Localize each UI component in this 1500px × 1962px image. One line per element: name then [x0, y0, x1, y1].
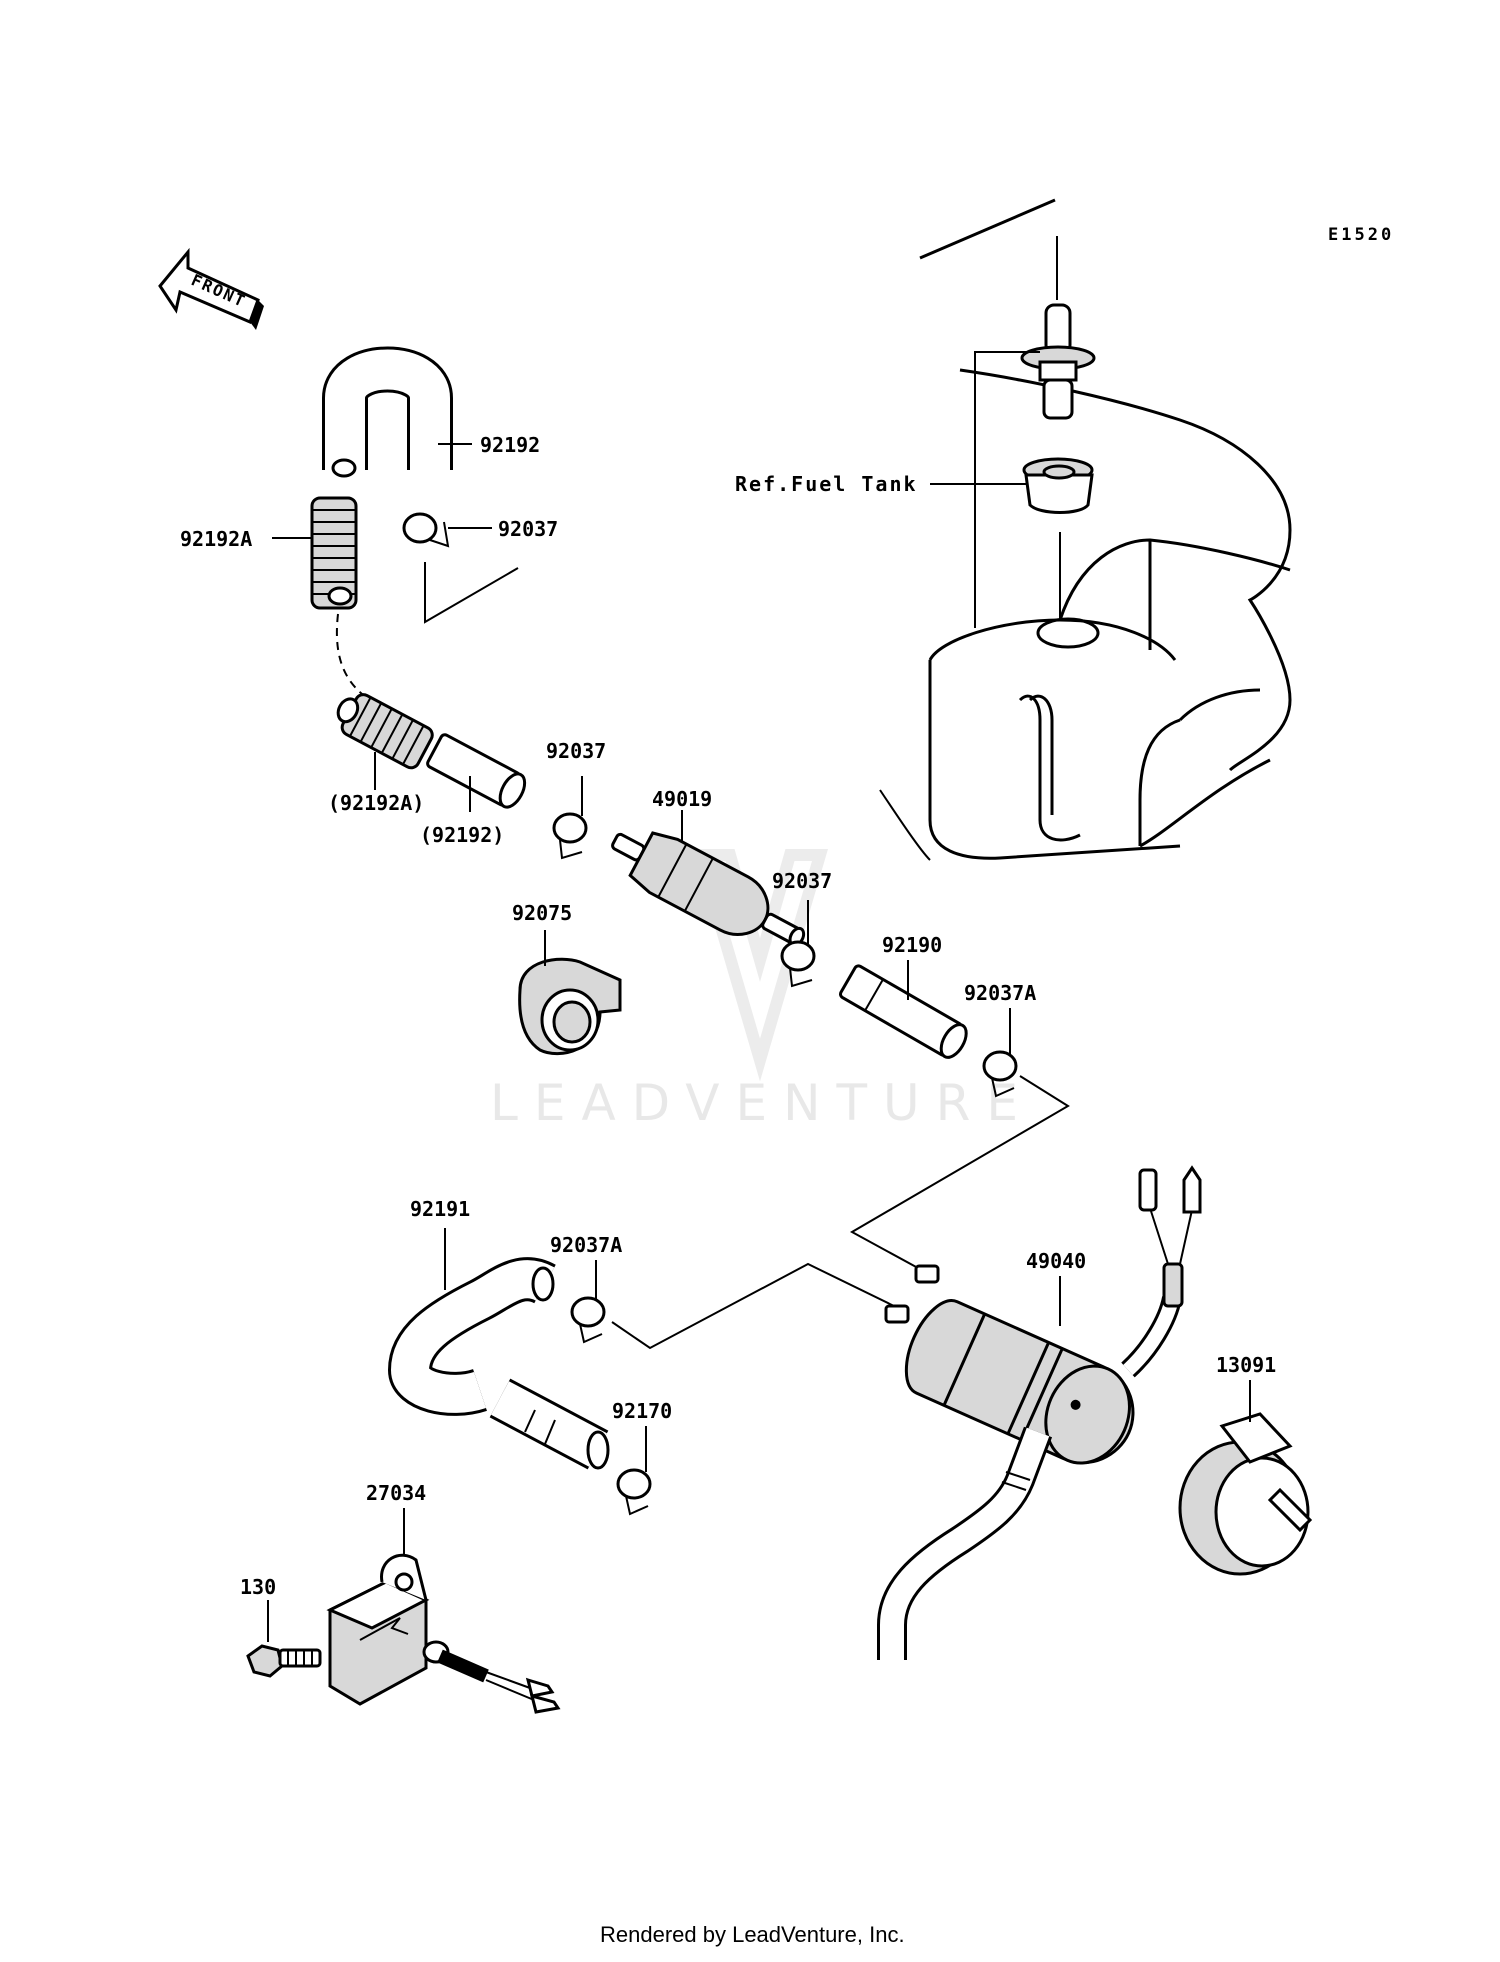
watermark-text: LEADVENTURE — [490, 1074, 1034, 1132]
fuel-pump-49040 — [884, 1264, 1135, 1465]
hose-92190 — [839, 964, 968, 1059]
clamp-92037-mid — [552, 812, 588, 860]
corrugated-hose-92192A-installed — [336, 693, 434, 770]
clamp-92037A-left — [570, 1296, 606, 1344]
label-92037-mid: 92037 — [546, 739, 606, 763]
label-92192A: 92192A — [180, 527, 252, 551]
hose-92191 — [387, 1257, 610, 1470]
bolt-130 — [246, 1644, 322, 1678]
footer-credit: Rendered by LeadVenture, Inc. — [600, 1922, 905, 1947]
label-92037-right: 92037 — [772, 869, 832, 893]
label-92191: 92191 — [410, 1197, 470, 1221]
label-27034: 27034 — [366, 1481, 426, 1505]
clip-92075 — [518, 957, 622, 1056]
label-92192-paren: (92192) — [420, 823, 504, 847]
label-92192A-paren: (92192A) — [328, 791, 424, 815]
label-92037-top: 92037 — [498, 517, 558, 541]
corrugated-hose-92192A — [310, 496, 358, 610]
clamp-92037A-right — [982, 1050, 1018, 1098]
front-arrow-icon: FRONT — [158, 247, 264, 330]
clamp-92037-top — [402, 512, 450, 548]
label-49019: 49019 — [652, 787, 712, 811]
diagram-code: E1520 — [1328, 225, 1394, 245]
label-92037A-left: 92037A — [550, 1233, 622, 1257]
hose-92192-top — [322, 346, 453, 478]
label-92170: 92170 — [612, 1399, 672, 1423]
fuel-tank-fitting — [1020, 303, 1096, 514]
band-clamp-13091 — [1178, 1412, 1313, 1576]
label-13091: 13091 — [1216, 1353, 1276, 1377]
clamp-92037-right — [780, 940, 816, 988]
label-49040: 49040 — [1026, 1249, 1086, 1273]
fuel-tank-outline — [879, 198, 1292, 861]
ref-fuel-tank-label: Ref.Fuel Tank — [735, 472, 918, 496]
label-92075: 92075 — [512, 901, 572, 925]
pump-wiring — [1121, 1165, 1202, 1378]
watermark-logo: LEADVENTURE — [490, 849, 1034, 1132]
front-label: FRONT — [188, 270, 249, 311]
label-92192-top: 92192 — [480, 433, 540, 457]
label-92037A-right: 92037A — [964, 981, 1036, 1005]
label-130: 130 — [240, 1575, 276, 1599]
relay-27034 — [326, 1553, 561, 1714]
clamp-92170 — [616, 1468, 652, 1516]
ref-bracket — [930, 351, 1040, 628]
pump-outlet-hose — [877, 1426, 1053, 1660]
hose-92192-installed — [426, 733, 527, 809]
label-92190: 92190 — [882, 933, 942, 957]
